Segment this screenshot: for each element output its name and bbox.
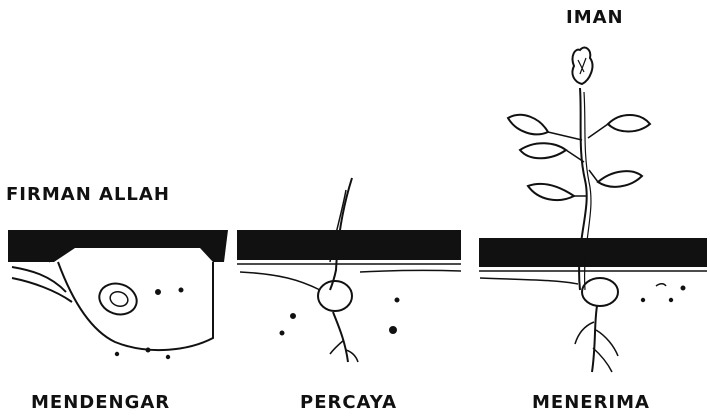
flower-iman <box>572 48 592 84</box>
leaf-4 <box>608 115 650 132</box>
leaf-1 <box>508 115 548 134</box>
panel-percaya <box>237 178 461 362</box>
soil-band-3 <box>479 238 707 267</box>
leaf-5 <box>598 171 642 187</box>
seed-3 <box>582 278 618 306</box>
leaf-3 <box>528 184 574 200</box>
panel-mendengar <box>8 230 228 358</box>
soil-band-1 <box>8 230 228 262</box>
leaf-2 <box>520 143 566 158</box>
root-2 <box>333 312 348 362</box>
soil-band-2 <box>237 230 461 260</box>
root-3 <box>592 306 597 372</box>
seed-1 <box>95 279 140 319</box>
seed-2 <box>318 281 352 311</box>
panel-menerima <box>479 48 707 372</box>
